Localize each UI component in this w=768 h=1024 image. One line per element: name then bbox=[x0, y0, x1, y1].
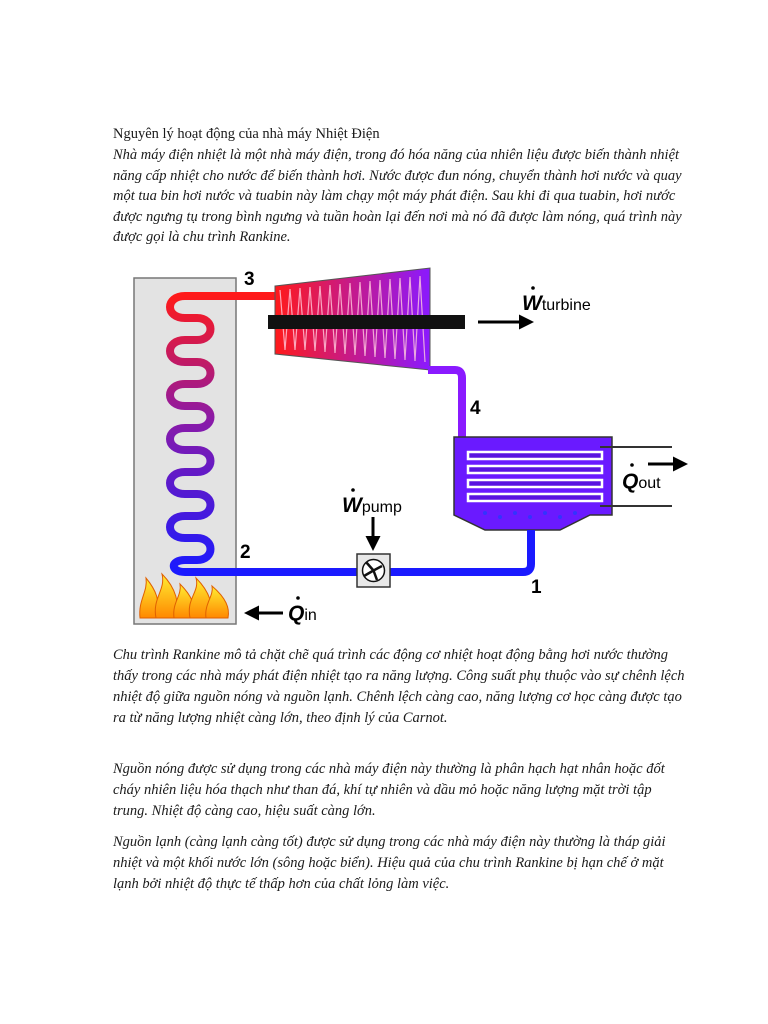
point-label-3: 3 bbox=[244, 269, 255, 290]
rankine-cycle-diagram: 3 4 2 1 Wturbine Qout Wpump Qin bbox=[133, 267, 688, 625]
q-out-label: Qout bbox=[622, 470, 661, 493]
point-label-1: 1 bbox=[531, 577, 542, 598]
pipe-1 bbox=[390, 530, 535, 576]
turbine bbox=[268, 267, 465, 371]
point-label-2: 2 bbox=[240, 542, 251, 563]
paragraph-rankine: Chu trình Rankine mô tả chặt chẽ quá trì… bbox=[113, 647, 685, 726]
turbine-shaft bbox=[268, 315, 465, 329]
paragraph-hot-source: Nguồn nóng được sử dụng trong các nhà má… bbox=[113, 761, 665, 819]
q-in-label: Qin bbox=[288, 602, 317, 625]
condenser bbox=[453, 436, 672, 531]
document-title: Nguyên lý hoạt động của nhà máy Nhiệt Đi… bbox=[113, 126, 380, 142]
boiler-coil bbox=[166, 292, 360, 576]
paragraph-cold-source: Nguồn lạnh (càng lạnh càng tốt) được sử … bbox=[113, 834, 666, 892]
w-pump-label: Wpump bbox=[342, 494, 402, 517]
w-turbine-label: Wturbine bbox=[522, 292, 591, 315]
pump-icon bbox=[356, 553, 391, 588]
flame-icon bbox=[139, 572, 229, 619]
point-label-4: 4 bbox=[470, 398, 481, 419]
pipe-4 bbox=[428, 366, 466, 438]
intro-paragraph: Nhà máy điện nhiệt là một nhà máy điện, … bbox=[113, 147, 682, 245]
